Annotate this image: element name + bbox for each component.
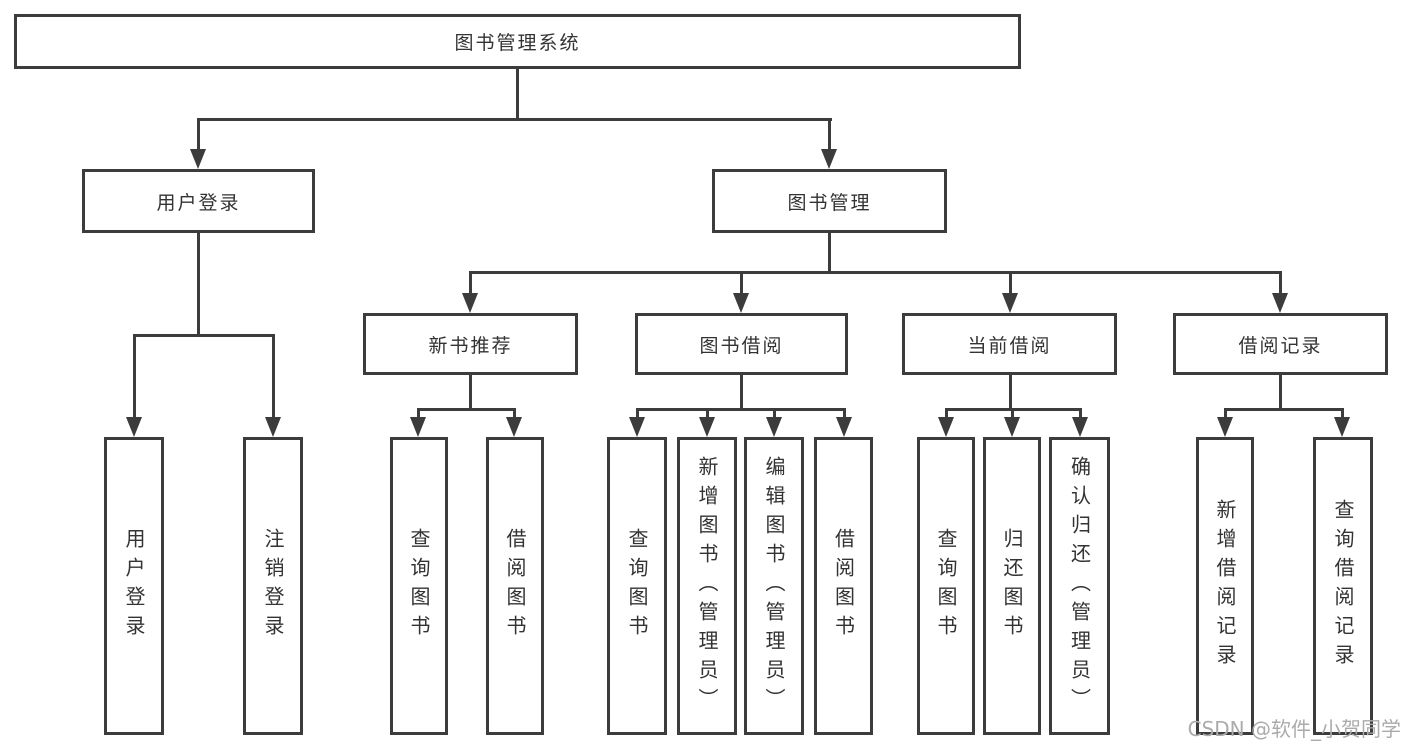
leaf-query-borrow-record: 查询借阅记录: [1313, 437, 1373, 735]
edge-book-borrowing-bus: [636, 408, 845, 411]
arrowhead-book-borrowing: [733, 293, 749, 313]
edge-drop-new-book-recommend: [469, 271, 472, 297]
leaf-query-books-2-label: 查询图书: [625, 528, 649, 644]
edge-borrowing-records-bus: [1224, 408, 1344, 411]
leaf-confirm-return-admin-label: 确认归还（管理员）: [1067, 455, 1092, 717]
edge-user-login-stem: [197, 233, 200, 337]
node-library-management-system-label: 图书管理系统: [454, 32, 581, 54]
edge-drop-query-books-3: [945, 408, 948, 420]
node-new-book-recommend: 新书推荐: [363, 313, 578, 375]
edge-drop-user-login: [197, 118, 200, 152]
leaf-add-borrow-record: 新增借阅记录: [1196, 437, 1254, 735]
arrowhead-leaf-user-login: [126, 417, 142, 437]
edge-drop-leaf-logout: [272, 334, 275, 420]
edge-drop-current-borrowing: [1009, 271, 1012, 297]
leaf-edit-book-admin: 编辑图书（管理员）: [744, 437, 804, 735]
edge-drop-confirm-return-admin: [1079, 408, 1082, 420]
edge-root-stem: [516, 69, 519, 121]
arrowhead-edit-book-admin: [766, 417, 782, 437]
leaf-borrow-books-1-label: 借阅图书: [503, 528, 527, 644]
leaf-borrow-books-2: 借阅图书: [814, 437, 873, 735]
node-current-borrowing-label: 当前借阅: [967, 334, 1052, 357]
edge-current-borrowing-stem: [1009, 375, 1012, 411]
node-current-borrowing: 当前借阅: [902, 313, 1117, 375]
node-library-management-system: 图书管理系统: [14, 14, 1021, 69]
arrowhead-borrow-books-2: [836, 417, 852, 437]
leaf-borrow-books-1: 借阅图书: [486, 437, 544, 735]
leaf-user-login-label: 用户登录: [122, 528, 146, 644]
edge-book-management-bus: [469, 271, 1282, 274]
leaf-query-books-2: 查询图书: [607, 437, 667, 735]
edge-drop-leaf-user-login: [133, 334, 136, 420]
node-user-login: 用户登录: [82, 169, 315, 233]
arrowhead-user-login: [190, 149, 206, 169]
edge-new-book-recommend-bus: [417, 408, 516, 411]
edge-drop-query-books-2: [636, 408, 639, 420]
arrowhead-confirm-return-admin: [1072, 417, 1088, 437]
arrowhead-borrow-books-1: [506, 417, 522, 437]
leaf-query-borrow-record-label: 查询借阅记录: [1331, 499, 1355, 673]
arrowhead-current-borrowing: [1002, 293, 1018, 313]
node-new-book-recommend-label: 新书推荐: [428, 334, 513, 357]
node-book-management: 图书管理: [712, 169, 947, 233]
arrowhead-query-books-2: [629, 417, 645, 437]
leaf-borrow-books-2-label: 借阅图书: [831, 528, 856, 644]
leaf-query-books-1: 查询图书: [390, 437, 448, 735]
node-book-borrowing-label: 图书借阅: [699, 334, 784, 357]
edge-drop-borrow-books-2: [843, 408, 846, 420]
edge-book-management-stem: [828, 233, 831, 274]
arrowhead-query-borrow-record: [1334, 417, 1350, 437]
edge-new-book-recommend-stem: [469, 375, 472, 411]
node-borrowing-records-label: 借阅记录: [1238, 334, 1323, 357]
leaf-return-books: 归还图书: [983, 437, 1041, 735]
edge-user-login-bus: [133, 334, 275, 337]
edge-drop-add-borrow-record: [1224, 408, 1227, 420]
leaf-edit-book-admin-label: 编辑图书（管理员）: [762, 455, 786, 717]
edge-drop-return-books: [1011, 408, 1014, 420]
arrowhead-query-books-3: [938, 417, 954, 437]
node-book-management-label: 图书管理: [787, 191, 872, 214]
arrowhead-add-borrow-record: [1217, 417, 1233, 437]
leaf-user-login: 用户登录: [104, 437, 164, 735]
edge-drop-borrow-books-1: [513, 408, 516, 420]
arrowhead-return-books: [1004, 417, 1020, 437]
edge-drop-edit-book-admin: [773, 408, 776, 420]
arrowhead-leaf-logout: [265, 417, 281, 437]
edge-drop-query-books-1: [417, 408, 420, 420]
edge-borrowing-records-stem: [1279, 375, 1282, 411]
edge-drop-query-borrow-record: [1341, 408, 1344, 420]
leaf-add-book-admin: 新增图书（管理员）: [677, 437, 737, 735]
node-user-login-label: 用户登录: [156, 191, 241, 214]
leaf-add-borrow-record-label: 新增借阅记录: [1213, 499, 1237, 673]
edge-root-bus: [197, 118, 832, 121]
leaf-add-book-admin-label: 新增图书（管理员）: [695, 455, 719, 717]
arrowhead-book-management: [821, 149, 837, 169]
node-book-borrowing: 图书借阅: [635, 313, 848, 375]
csdn-watermark: CSDN @软件_小贺同学: [1187, 717, 1401, 741]
arrowhead-query-books-1: [410, 417, 426, 437]
edge-drop-add-book-admin: [706, 408, 709, 420]
leaf-logout-label: 注销登录: [261, 528, 285, 644]
leaf-return-books-label: 归还图书: [1000, 528, 1024, 644]
edge-drop-book-management: [828, 118, 831, 152]
leaf-logout: 注销登录: [243, 437, 303, 735]
leaf-confirm-return-admin: 确认归还（管理员）: [1049, 437, 1110, 735]
leaf-query-books-1-label: 查询图书: [407, 528, 431, 644]
leaf-query-books-3: 查询图书: [917, 437, 975, 735]
leaf-query-books-3-label: 查询图书: [934, 528, 958, 644]
edge-drop-borrowing-records: [1279, 271, 1282, 297]
arrowhead-borrowing-records: [1272, 293, 1288, 313]
arrowhead-add-book-admin: [699, 417, 715, 437]
arrowhead-new-book-recommend: [462, 293, 478, 313]
edge-book-borrowing-stem: [740, 375, 743, 411]
edge-drop-book-borrowing: [740, 271, 743, 297]
node-borrowing-records: 借阅记录: [1173, 313, 1388, 375]
